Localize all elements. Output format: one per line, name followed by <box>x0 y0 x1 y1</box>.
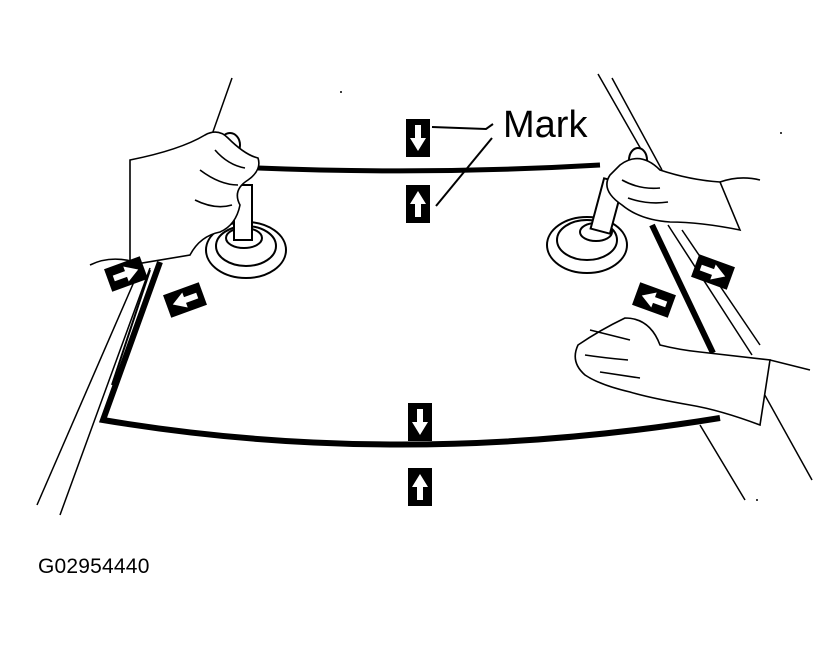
scan-specks <box>340 91 782 501</box>
alignment-marker-top-upper <box>406 119 430 157</box>
alignment-marker-bottom-upper <box>408 403 432 441</box>
alignment-marker-bottom-lower <box>408 468 432 506</box>
windshield-glass-outline <box>98 162 721 448</box>
body-frame-lines <box>36 73 813 516</box>
alignment-marker-left-inner <box>163 282 207 318</box>
mark-callout-leaders <box>431 123 494 207</box>
mark-callout-label: Mark <box>503 104 588 146</box>
hand-left <box>129 131 260 266</box>
alignment-marker-top-lower <box>406 185 430 223</box>
figure-code: G02954440 <box>38 555 150 578</box>
hand-right-top <box>606 157 742 232</box>
alignment-marker-right-outer <box>691 254 735 290</box>
hand-right-bottom <box>574 317 771 427</box>
alignment-marker-left-outer <box>104 256 148 292</box>
alignment-marker-right-inner <box>632 282 676 318</box>
